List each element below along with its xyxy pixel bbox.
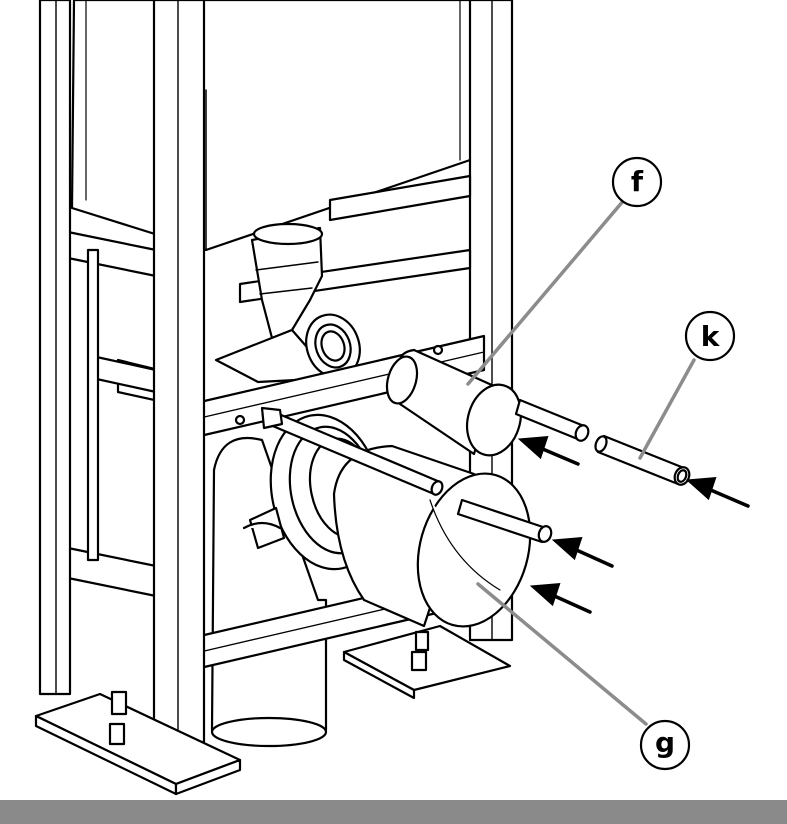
callout-f: f: [611, 156, 663, 208]
cistern-tank: [70, 0, 478, 252]
leader-line-g: [476, 582, 648, 726]
rod-through-g: [456, 498, 553, 544]
drain-pipe: [210, 436, 328, 748]
installation-diagram: f k g: [34, 0, 750, 796]
leader-line-k: [638, 358, 696, 460]
foot-plate-left: [34, 690, 242, 796]
frame-rail-left: [66, 230, 158, 598]
foot-plate-right: [342, 624, 512, 700]
label-g: g: [655, 726, 675, 759]
callout-k: k: [684, 310, 736, 362]
rod-next-to-f: [514, 398, 590, 442]
label-k: k: [701, 320, 721, 353]
part-k: [594, 434, 691, 486]
arrow-4: [529, 583, 592, 614]
label-f: f: [631, 165, 644, 198]
frame-post-rear-left: [38, 0, 100, 696]
cylinder-f: [385, 348, 522, 457]
callout-g: g: [639, 719, 691, 771]
arrow-2: [685, 477, 750, 508]
leader-line-f: [466, 198, 626, 386]
arrow-1: [517, 436, 580, 466]
threaded-rod-long: [260, 406, 444, 496]
bottom-bar: [0, 800, 787, 824]
frame-post-front-left: [152, 0, 206, 744]
drain-elbow: [214, 222, 361, 384]
arrow-3: [551, 537, 614, 568]
